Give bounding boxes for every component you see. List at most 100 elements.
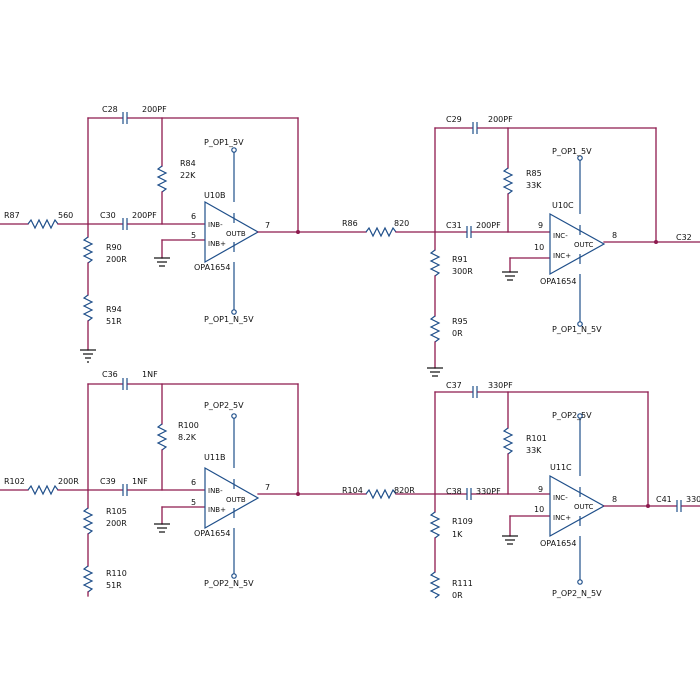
power-port: [577, 579, 583, 585]
pin-number: 10: [534, 505, 544, 514]
ref-c31: C31: [446, 221, 462, 230]
part-opa1654: OPA1654: [540, 277, 576, 286]
pin-name: OUTC: [574, 503, 593, 511]
capacitor-c30: [122, 218, 128, 230]
val-r86: 820: [394, 219, 409, 228]
pin-name: OUTB: [226, 496, 246, 504]
power-port: [577, 321, 583, 327]
val-r94: 51R: [106, 317, 122, 326]
val-c30: 200PF: [132, 211, 157, 220]
pin-name: INC+: [553, 514, 571, 522]
ref-c30: C30: [100, 211, 116, 220]
pin-number: 7: [265, 221, 270, 230]
ref-u11c: U11C: [550, 463, 572, 472]
capacitor-c37: [472, 386, 478, 398]
val-r105: 200R: [106, 519, 127, 528]
ref-c37: C37: [446, 381, 462, 390]
stage-u10c: [427, 122, 700, 377]
val-r111: 0R: [452, 591, 463, 600]
ref-r104: R104: [342, 486, 363, 495]
ref-r102: R102: [4, 477, 25, 486]
ref-r94: R94: [106, 305, 122, 314]
resistor-r95: [429, 315, 441, 343]
resistor-r100: [156, 423, 168, 451]
net-p-op1-n-5v-b: P_OP1_N_5V: [552, 325, 602, 334]
val-c36: 1NF: [142, 370, 158, 379]
ref-c39: C39: [100, 477, 116, 486]
opamp-u10b: [204, 200, 260, 264]
val-r91: 300R: [452, 267, 473, 276]
val-r102: 200R: [58, 477, 79, 486]
opamp-u10c: [549, 212, 606, 276]
ref-c41: C41: [656, 495, 672, 504]
inter-stage-r104: [297, 488, 467, 500]
pin-number: 6: [191, 212, 196, 221]
ref-c36: C36: [102, 370, 118, 379]
ref-u11b: U11B: [204, 453, 226, 462]
ref-u10b: U10B: [204, 191, 226, 200]
pin-number: 5: [191, 231, 196, 240]
net-p-op1-5v-b: P_OP1_5V: [552, 147, 592, 156]
ground-symbol: [154, 523, 170, 533]
val-r85: 33K: [526, 181, 542, 190]
pin-name: OUTC: [574, 241, 593, 249]
capacitor-c38: [466, 488, 472, 500]
resistor-r86: [365, 226, 397, 238]
pin-name: INC-: [553, 232, 568, 240]
resistor-r90: [82, 236, 94, 264]
pin-name: INB-: [208, 487, 223, 495]
ref-r86: R86: [342, 219, 358, 228]
power-port: [231, 147, 237, 153]
ref-r110: R110: [106, 569, 127, 578]
power-port: [231, 413, 237, 419]
pin-number: 8: [612, 231, 617, 240]
power-port: [577, 155, 583, 161]
inter-stage-r86: [297, 226, 467, 238]
pin-number: 7: [265, 483, 270, 492]
resistor-r104: [365, 488, 397, 500]
net-p-op2-5v-b: P_OP2_5V: [552, 411, 592, 420]
pin-name: INB+: [208, 506, 226, 514]
stage-u11b: [0, 378, 300, 597]
stage-u10b: [0, 112, 300, 363]
resistor-r94: [82, 294, 94, 322]
pin-name: INC-: [553, 494, 568, 502]
val-c41: 330: [686, 495, 700, 504]
resistor-r109: [429, 511, 441, 539]
power-port: [231, 309, 237, 315]
val-r104: 820R: [394, 486, 415, 495]
net-p-op2-5v: P_OP2_5V: [204, 401, 244, 410]
val-r109: 1K: [452, 530, 463, 539]
capacitor-c28: [122, 112, 128, 124]
val-r101: 33K: [526, 446, 542, 455]
ref-r111: R111: [452, 579, 473, 588]
val-r110: 51R: [106, 581, 122, 590]
capacitor-c29: [472, 122, 478, 134]
ground-symbol: [427, 367, 443, 377]
val-r87: 560: [58, 211, 73, 220]
val-c29: 200PF: [488, 115, 513, 124]
val-r100: 8.2K: [178, 433, 197, 442]
pin-number: 6: [191, 478, 196, 487]
capacitor-c31: [466, 226, 472, 238]
ground-symbol: [80, 349, 96, 363]
resistor-r87: [27, 218, 59, 230]
val-c38: 330PF: [476, 487, 501, 496]
part-opa1654: OPA1654: [194, 263, 230, 272]
pin-number: 9: [538, 221, 543, 230]
resistor-r85: [502, 167, 514, 195]
opamp-u11c: [549, 474, 606, 538]
ref-r105: R105: [106, 507, 127, 516]
val-c39: 1NF: [132, 477, 148, 486]
net-p-op1-5v: P_OP1_5V: [204, 138, 244, 147]
capacitor-c36: [122, 378, 128, 390]
capacitor-c41: [676, 500, 682, 512]
pin-number: 8: [612, 495, 617, 504]
val-r95: 0R: [452, 329, 463, 338]
pin-name: INB+: [208, 240, 226, 248]
pin-name: INC+: [553, 252, 571, 260]
ref-r85: R85: [526, 169, 542, 178]
ref-c38: C38: [446, 487, 462, 496]
resistor-r84: [156, 165, 168, 193]
